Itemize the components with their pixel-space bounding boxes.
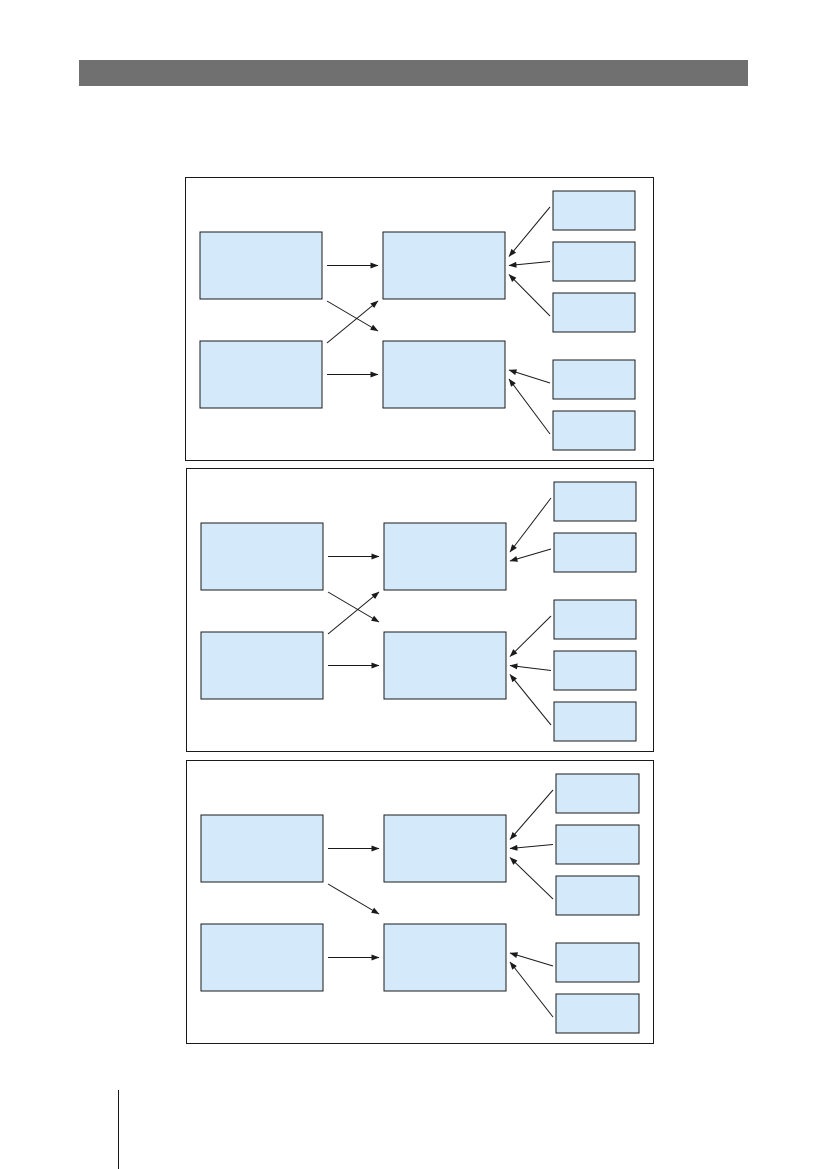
input-arrow xyxy=(509,952,554,967)
input-arrow xyxy=(509,844,554,851)
source-box-2 xyxy=(200,631,324,700)
link-arrow xyxy=(327,591,380,623)
source-box-2 xyxy=(200,923,324,992)
header-bar xyxy=(79,60,748,86)
diagram-panel-2 xyxy=(186,468,654,752)
input-box-2 xyxy=(553,532,637,573)
diagram-layer xyxy=(185,177,654,1044)
link-arrow xyxy=(327,883,380,915)
link-arrow xyxy=(326,300,379,344)
input-arrow xyxy=(508,369,551,384)
diagram-panel-1 xyxy=(185,177,654,461)
target-box-2 xyxy=(383,923,507,992)
input-box-2 xyxy=(552,241,636,282)
input-arrow xyxy=(508,274,551,317)
input-arrow xyxy=(508,378,551,435)
input-box-1 xyxy=(553,481,637,522)
input-arrow xyxy=(509,674,552,726)
input-box-4 xyxy=(552,359,636,400)
input-arrow xyxy=(509,497,552,553)
target-box-2 xyxy=(383,631,507,700)
input-box-4 xyxy=(553,650,637,691)
input-box-3 xyxy=(553,599,637,640)
input-box-5 xyxy=(552,410,636,451)
source-box-2 xyxy=(199,340,323,409)
input-box-5 xyxy=(553,701,637,742)
target-box-2 xyxy=(382,340,506,409)
input-arrow xyxy=(509,961,554,1018)
input-arrow xyxy=(509,789,554,840)
source-box-1 xyxy=(200,522,324,591)
input-box-3 xyxy=(552,292,636,333)
target-box-1 xyxy=(382,231,506,300)
target-box-1 xyxy=(383,522,507,591)
input-box-5 xyxy=(555,993,640,1034)
input-arrow xyxy=(508,261,551,268)
input-box-2 xyxy=(555,824,640,865)
footer-rule xyxy=(118,1090,119,1169)
input-arrow xyxy=(509,548,552,562)
input-arrow xyxy=(509,615,552,657)
link-arrow xyxy=(326,300,379,332)
input-arrow xyxy=(509,857,554,900)
input-box-1 xyxy=(555,773,640,814)
source-box-1 xyxy=(199,231,323,300)
source-box-1 xyxy=(200,814,324,883)
link-arrow xyxy=(327,591,380,635)
diagram-panel-3 xyxy=(186,760,654,1044)
input-box-3 xyxy=(555,875,640,916)
input-box-4 xyxy=(555,942,640,983)
target-box-1 xyxy=(383,814,507,883)
input-box-1 xyxy=(552,190,636,231)
input-arrow xyxy=(508,206,551,257)
input-arrow xyxy=(509,663,552,671)
